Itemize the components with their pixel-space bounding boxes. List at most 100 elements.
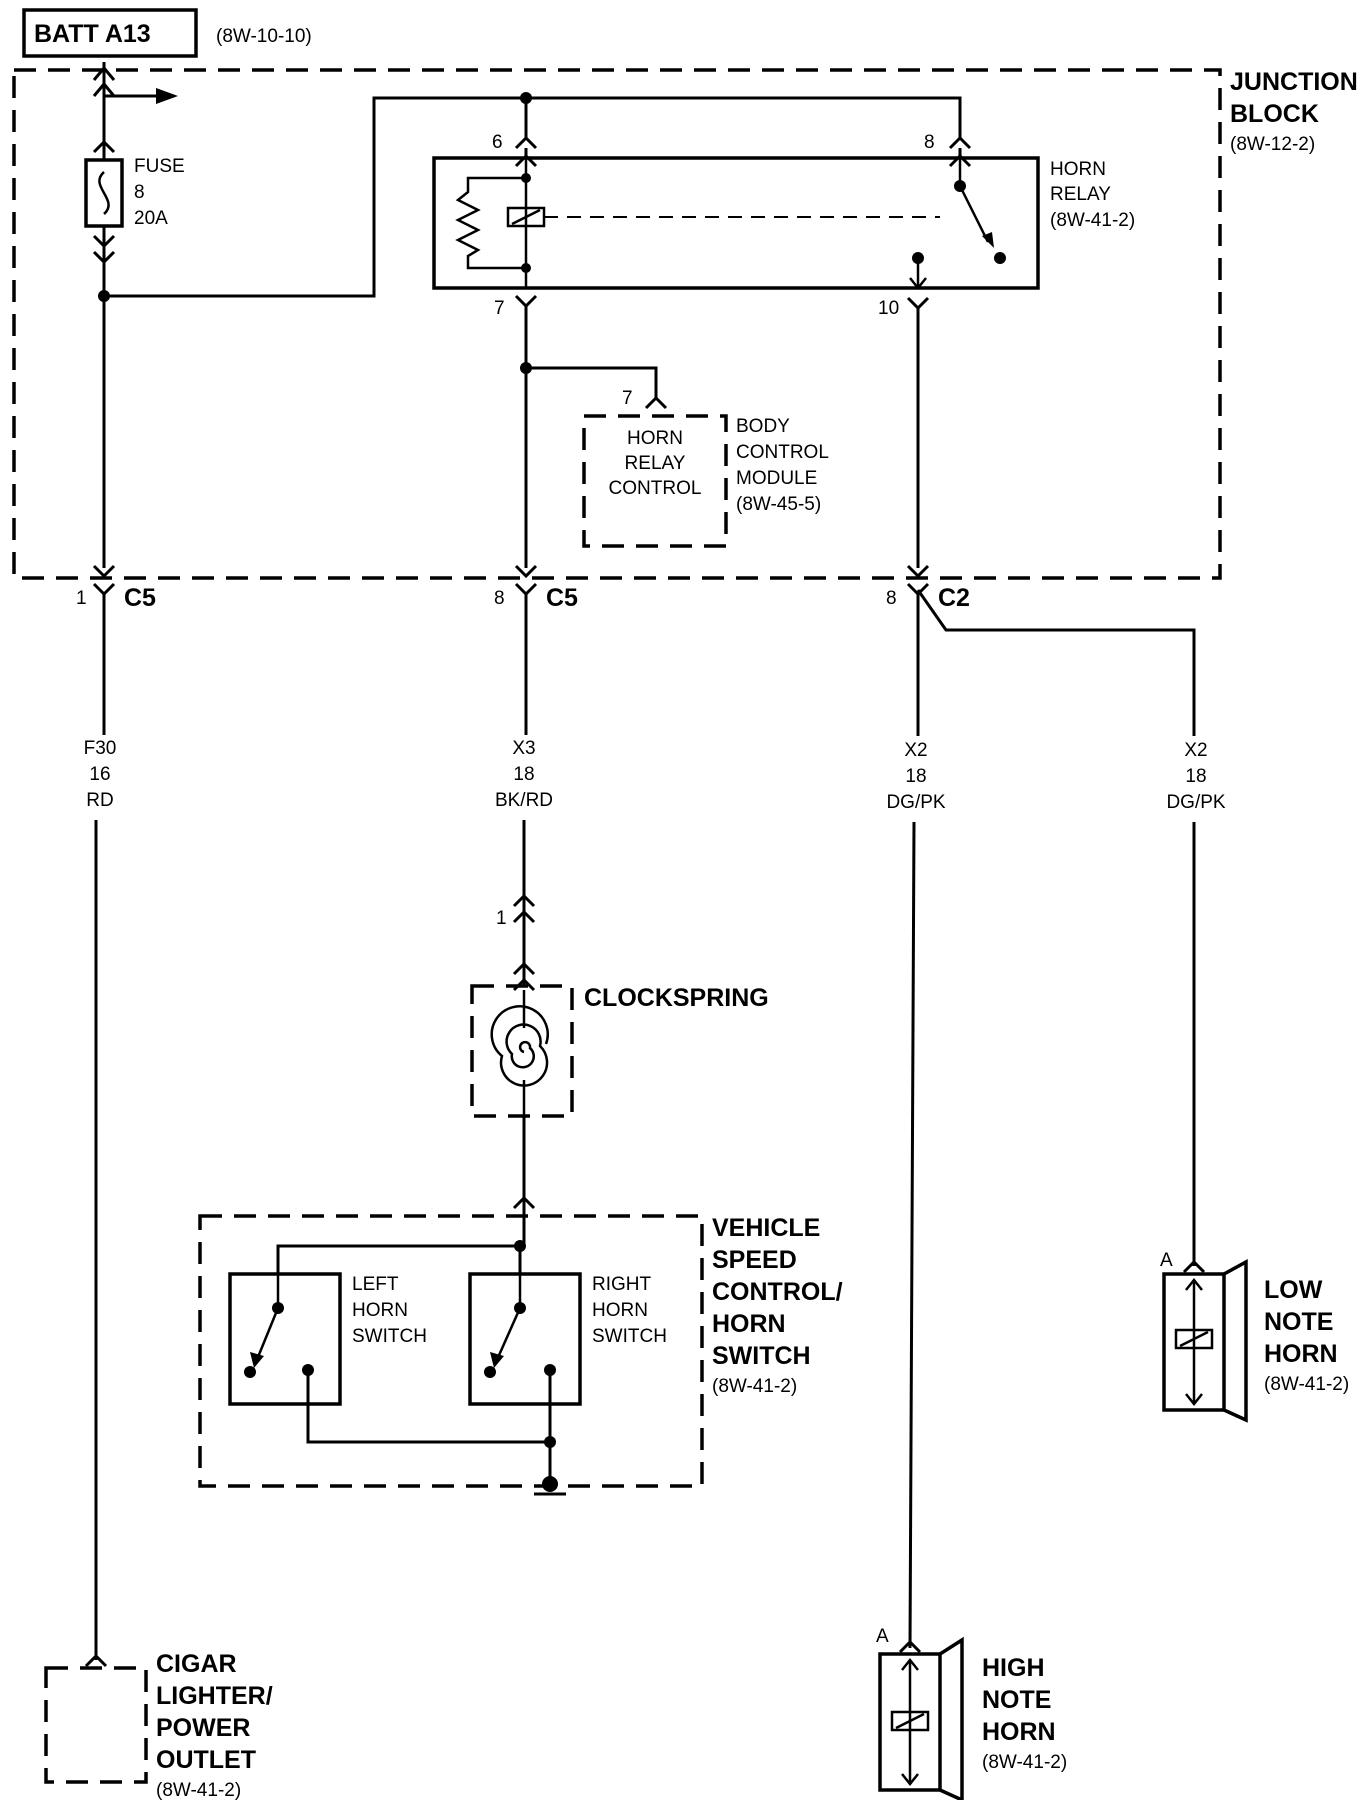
x2a-circuit: X2 (904, 740, 927, 761)
bcm-label-2: CONTROL (736, 442, 829, 463)
relay-pin-7: 7 (494, 298, 505, 319)
bcm-inner-1: HORN (627, 428, 683, 449)
junction-block: JUNCTION BLOCK (8W-12-2) (12, 68, 1358, 580)
junction-block-title-1: JUNCTION (1230, 68, 1358, 96)
cigar-label-2: LIGHTER/ (156, 1682, 273, 1710)
horn-relay-label-2: RELAY (1050, 184, 1111, 205)
high-horn-label-3: HORN (982, 1718, 1056, 1746)
high-horn-body (878, 1652, 942, 1792)
c5b-name: C5 (546, 584, 578, 612)
low-horn-label-2: NOTE (1264, 1308, 1333, 1336)
c2-pin: 8 (886, 588, 897, 609)
high-horn-bell-icon (939, 1636, 964, 1800)
relay-switch-icon (958, 185, 990, 243)
battery-block: BATT A13 (8W-10-10) (22, 8, 312, 58)
relay-feed-wire (104, 96, 962, 298)
right-switch-label-3: SWITCH (592, 1326, 667, 1347)
cigar-label-3: POWER (156, 1714, 250, 1742)
c5a-pin: 1 (76, 588, 87, 609)
cigar-ref: (8W-41-2) (156, 1780, 241, 1800)
continuation-arrow-icon (156, 88, 178, 104)
x2-low-horn-wire (916, 589, 1196, 736)
horn-switch-label-2: SPEED (712, 1246, 797, 1274)
horn-relay-ref: (8W-41-2) (1050, 210, 1135, 231)
horn-relay-box (432, 156, 1040, 290)
fuse-element-icon (98, 171, 110, 215)
right-switch-label-2: HORN (592, 1300, 648, 1321)
low-horn-label-1: LOW (1264, 1276, 1323, 1304)
cigar-label-4: OUTLET (156, 1746, 256, 1774)
left-horn-switch (228, 1272, 342, 1406)
low-note-horn: LOW NOTE HORN (8W-41-2) (1162, 1259, 1349, 1423)
bcm-inner-2: RELAY (625, 453, 686, 474)
c5a-name: C5 (124, 584, 156, 612)
bcm-box (582, 414, 728, 548)
horn-switch-label-3: CONTROL/ (712, 1278, 843, 1306)
bcm-inner-3: CONTROL (609, 478, 702, 499)
bcm-ref: (8W-45-5) (736, 494, 821, 515)
high-horn-coil-icon (890, 1710, 930, 1732)
right-horn-switch-contact-icon (494, 1307, 522, 1363)
fuse-label-2: 8 (134, 182, 145, 203)
x2b-gauge: 18 (1185, 766, 1206, 787)
bcm-pin: 7 (622, 388, 633, 409)
clockspring-box (470, 984, 574, 1118)
horn-relay-label-1: HORN (1050, 159, 1106, 180)
clockspring-pin: 1 (496, 908, 507, 929)
x2b-circuit: X2 (1184, 740, 1207, 761)
fuse-label-3: 20A (134, 208, 168, 229)
high-horn-pin: A (876, 1626, 889, 1647)
x2a-color: DG/PK (886, 792, 945, 813)
bcm-label-1: BODY (736, 416, 790, 437)
x2b-color: DG/PK (1166, 792, 1225, 813)
left-horn-switch-contact-icon (254, 1307, 280, 1363)
left-switch-label-3: SWITCH (352, 1326, 427, 1347)
high-horn-ref: (8W-41-2) (982, 1752, 1067, 1773)
junction-block-boundary (12, 68, 1222, 580)
right-horn-switch (468, 1272, 582, 1406)
c5b-pin: 8 (494, 588, 505, 609)
high-horn-label-1: HIGH (982, 1654, 1045, 1682)
battery-feed-wire (84, 62, 178, 568)
f30-gauge: 16 (89, 764, 110, 785)
relay-pin-10: 10 (878, 298, 899, 319)
horn-relay: 6 8 7 10 HORN RELAY (8W-41-2) (432, 132, 1135, 319)
fuse-label-1: FUSE (134, 156, 185, 177)
junction-block-title-2: BLOCK (1230, 100, 1319, 128)
x3-gauge: 18 (513, 764, 534, 785)
low-horn-bell-icon (1223, 1259, 1248, 1423)
horn-switch-label-1: VEHICLE (712, 1214, 820, 1242)
vehicle-speed-control-horn-switch: LEFT HORN SWITCH RIGHT HORN SWITCH VEHIC… (198, 1214, 843, 1496)
clockspring-coil-icon (490, 1005, 549, 1087)
x3-circuit: X3 (512, 738, 535, 759)
battery-label: BATT A13 (34, 20, 151, 48)
low-horn-label-3: HORN (1264, 1340, 1338, 1368)
ground-icon (542, 1476, 558, 1492)
cigar-label-1: CIGAR (156, 1650, 237, 1678)
connector-c5-pin8: 8 C5 (494, 564, 578, 612)
connector-c5-pin1: 1 C5 (76, 564, 156, 612)
x3-color: BK/RD (495, 790, 553, 811)
junction-block-ref: (8W-12-2) (1230, 134, 1315, 155)
battery-box (22, 8, 198, 58)
cigar-lighter-box (44, 1666, 148, 1784)
low-horn-ref: (8W-41-2) (1264, 1374, 1349, 1395)
horn-switch-label-5: SWITCH (712, 1342, 811, 1370)
low-horn-coil-icon (1174, 1328, 1214, 1350)
horn-switch-box (198, 1214, 704, 1488)
right-switch-label-1: RIGHT (592, 1274, 652, 1295)
battery-ref: (8W-10-10) (216, 26, 312, 47)
left-switch-label-1: LEFT (352, 1274, 399, 1295)
fuse-labels: FUSE 8 20A (134, 156, 185, 229)
f30-circuit: F30 (84, 738, 117, 759)
relay-pin-8: 8 (924, 132, 935, 153)
high-horn-label-2: NOTE (982, 1686, 1051, 1714)
left-switch-label-2: HORN (352, 1300, 408, 1321)
cigar-lighter-power-outlet: CIGAR LIGHTER/ POWER OUTLET (8W-41-2) (44, 1650, 273, 1800)
low-horn-pin: A (1160, 1250, 1173, 1271)
x2a-gauge: 18 (905, 766, 926, 787)
clockspring: CLOCKSPRING (470, 984, 769, 1118)
c2-name: C2 (938, 584, 970, 612)
horn-switch-label-4: HORN (712, 1310, 786, 1338)
